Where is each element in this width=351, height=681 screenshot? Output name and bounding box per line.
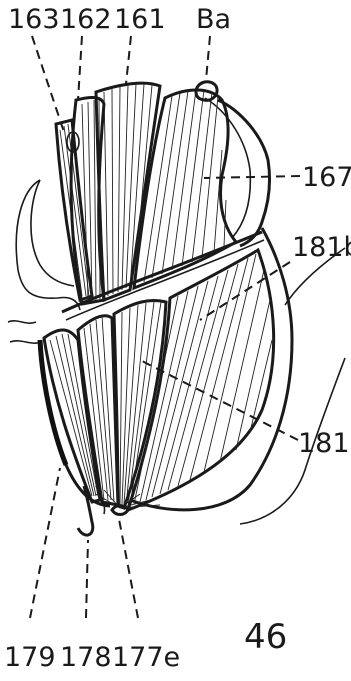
leader-177e [118, 514, 138, 618]
leader-161 [126, 36, 131, 84]
leader-ba [206, 36, 210, 80]
leader-167 [204, 176, 300, 178]
label-161: 161 [114, 4, 166, 35]
label-181b: 181b [292, 232, 351, 263]
label-179: 179 [4, 642, 56, 673]
leader-178 [86, 540, 88, 618]
leader-162 [78, 36, 82, 100]
muscle-181b [128, 250, 274, 510]
figure-number: 46 [244, 617, 287, 657]
label-178: 178 [60, 642, 112, 673]
label-163: 163 [8, 4, 60, 35]
muscle-161 [96, 83, 160, 300]
leader-179 [30, 468, 60, 618]
muscle-163 [56, 120, 92, 300]
label-177e: 177e [112, 642, 180, 673]
leader-163 [32, 36, 64, 132]
label-ba: Ba [196, 4, 231, 35]
label-167: 167 [302, 162, 351, 193]
label-181c: 181c [298, 428, 351, 459]
label-162: 162 [60, 4, 112, 35]
